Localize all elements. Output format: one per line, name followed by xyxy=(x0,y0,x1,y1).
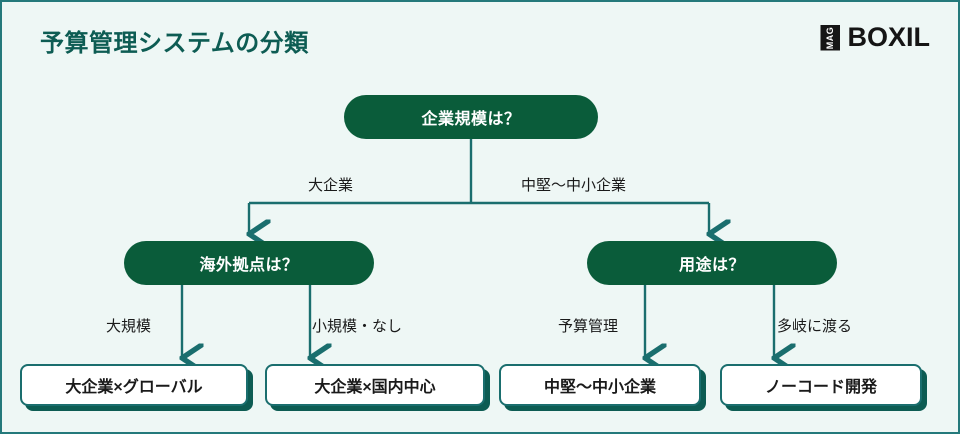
edge-label-left-child-2: 小規模・なし xyxy=(312,318,403,335)
leaf-node-2[interactable]: 大企業×国内中心 xyxy=(265,364,485,406)
page-title: 予算管理システムの分類 xyxy=(40,30,309,57)
leaf-node-3[interactable]: 中堅〜中小企業 xyxy=(499,364,701,406)
edge-label-root-right: 中堅〜中小企業 xyxy=(521,177,627,194)
edge-label-left-child-1: 大規模 xyxy=(106,318,152,335)
mag-badge-icon: MAG xyxy=(820,24,841,51)
leaf-node-1[interactable]: 大企業×グローバル xyxy=(20,364,248,406)
node-right-question[interactable]: 用途は？ xyxy=(587,241,837,285)
edge-label-right-child-2: 多岐に渡る xyxy=(777,318,853,335)
mag-badge-label: MAG xyxy=(825,26,836,49)
node-root-question[interactable]: 企業規模は？ xyxy=(344,95,598,139)
node-left-question[interactable]: 海外拠点は？ xyxy=(124,241,374,285)
boxil-mag-logo: MAG BOXIL xyxy=(820,24,930,51)
leaf-node-4[interactable]: ノーコード開発 xyxy=(720,364,922,406)
boxil-wordmark: BOXIL xyxy=(847,22,930,52)
edge-label-root-left: 大企業 xyxy=(308,177,354,194)
edge-label-right-child-1: 予算管理 xyxy=(558,318,619,335)
